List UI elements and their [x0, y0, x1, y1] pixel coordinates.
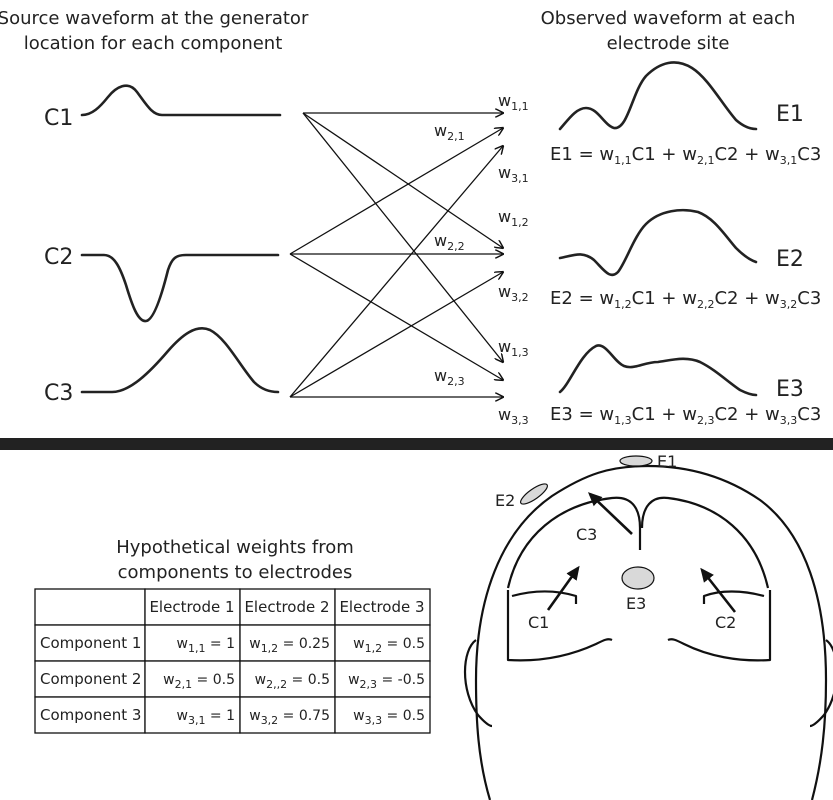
head-electrode-label-e3: E3: [626, 594, 646, 613]
table-cell: w2,1 = 0.5: [163, 672, 235, 691]
source-waveform-c1: [80, 84, 282, 117]
table-cell: w1,2 = 0.25: [249, 636, 330, 655]
brain-right-lower-outline: [667, 590, 772, 662]
dipole-arrow-c1: [546, 565, 580, 611]
component-label-c1: C1: [44, 106, 73, 131]
table-row-label: Component 3: [40, 706, 141, 724]
table-cell: w1,1 = 1: [177, 636, 236, 655]
mixing-arrows: [289, 113, 503, 397]
observed-waveform-e1: [558, 61, 758, 131]
left-temporal-fold: [511, 590, 578, 604]
left-ear: [463, 639, 493, 728]
table-header-electrode-2: Electrode 2: [244, 598, 329, 616]
dipole-arrow-c3: [587, 492, 633, 535]
source-waveform-c3: [80, 327, 280, 394]
right-ear: [809, 639, 833, 728]
brain-left-lower-outline: [506, 590, 613, 662]
weight-label-w13: w1,3: [498, 337, 529, 359]
weight-label-w22: w2,2: [434, 231, 465, 253]
source-title-line2: location for each component: [24, 33, 283, 54]
dipole-arrow-c2: [700, 567, 737, 613]
table-cell: w1,2 = 0.5: [353, 636, 425, 655]
head-component-label-c1: C1: [528, 613, 549, 632]
weight-label-w32: w3,2: [498, 282, 529, 304]
table-row-label: Component 1: [40, 634, 141, 652]
table-header-electrode-3: Electrode 3: [339, 598, 424, 616]
component-label-c3: C3: [44, 381, 73, 406]
equation-e2: E2 = w1,2C1 + w2,2C2 + w3,2C3: [550, 288, 821, 311]
weights-table-section: Hypothetical weights from components to …: [34, 537, 431, 734]
table-row-label: Component 2: [40, 670, 141, 688]
weight-label-w23: w2,3: [434, 366, 465, 388]
head-illustration: E1 E2 E3 C1 C2 C3: [463, 452, 833, 800]
head-electrode-label-e2: E2: [495, 491, 515, 510]
weight-label-w12: w1,2: [498, 207, 529, 229]
table-cell: w3,3 = 0.5: [353, 708, 425, 727]
electrode-e2-marker: [519, 483, 549, 505]
head-outline: [474, 464, 828, 800]
source-title-line1: Source waveform at the generator: [0, 8, 309, 29]
observed-title-line1: Observed waveform at each: [541, 8, 796, 29]
observed-title-line2: electrode site: [607, 33, 730, 54]
top-panel: Source waveform at the generator locatio…: [0, 8, 821, 427]
weight-label-w31: w3,1: [498, 163, 529, 185]
electrode-label-e1: E1: [776, 102, 804, 127]
table-cell: w2,3 = -0.5: [348, 672, 425, 691]
weight-label-w21: w2,1: [434, 121, 465, 143]
weight-labels: w1,1 w2,1 w3,1 w1,2 w2,2 w3,2 w1,3 w2,3 …: [434, 91, 529, 427]
electrode-e3-marker: [621, 566, 655, 590]
electrode-e1-marker: [619, 455, 653, 467]
panel-divider: [0, 438, 833, 450]
table-header-electrode-1: Electrode 1: [149, 598, 234, 616]
head-component-label-c3: C3: [576, 525, 597, 544]
component-label-c2: C2: [44, 245, 73, 270]
right-temporal-fold: [702, 590, 765, 604]
weight-label-w11: w1,1: [498, 91, 529, 113]
electrode-label-e2: E2: [776, 247, 804, 272]
observed-waveform-e3: [558, 344, 758, 397]
weights-table: Electrode 1 Electrode 2 Electrode 3 Comp…: [34, 588, 431, 734]
table-cell: w2,,2 = 0.5: [255, 672, 330, 691]
source-waveform-c2: [80, 253, 280, 323]
table-title-line2: components to electrodes: [118, 562, 353, 583]
head-electrode-label-e1: E1: [657, 452, 677, 471]
table-cell: w3,2 = 0.75: [249, 708, 330, 727]
weight-label-w33: w3,3: [498, 405, 529, 427]
table-title-line1: Hypothetical weights from: [116, 537, 354, 558]
electrode-label-e3: E3: [776, 377, 804, 402]
equation-e3: E3 = w1,3C1 + w2,3C2 + w3,3C3: [550, 404, 821, 427]
observed-waveform-e2: [558, 208, 758, 277]
head-component-label-c2: C2: [715, 613, 736, 632]
equation-e1: E1 = w1,1C1 + w2,1C2 + w3,1C3: [550, 144, 821, 167]
table-cell: w3,1 = 1: [177, 708, 236, 727]
brain-right-hemisphere: [640, 496, 770, 589]
